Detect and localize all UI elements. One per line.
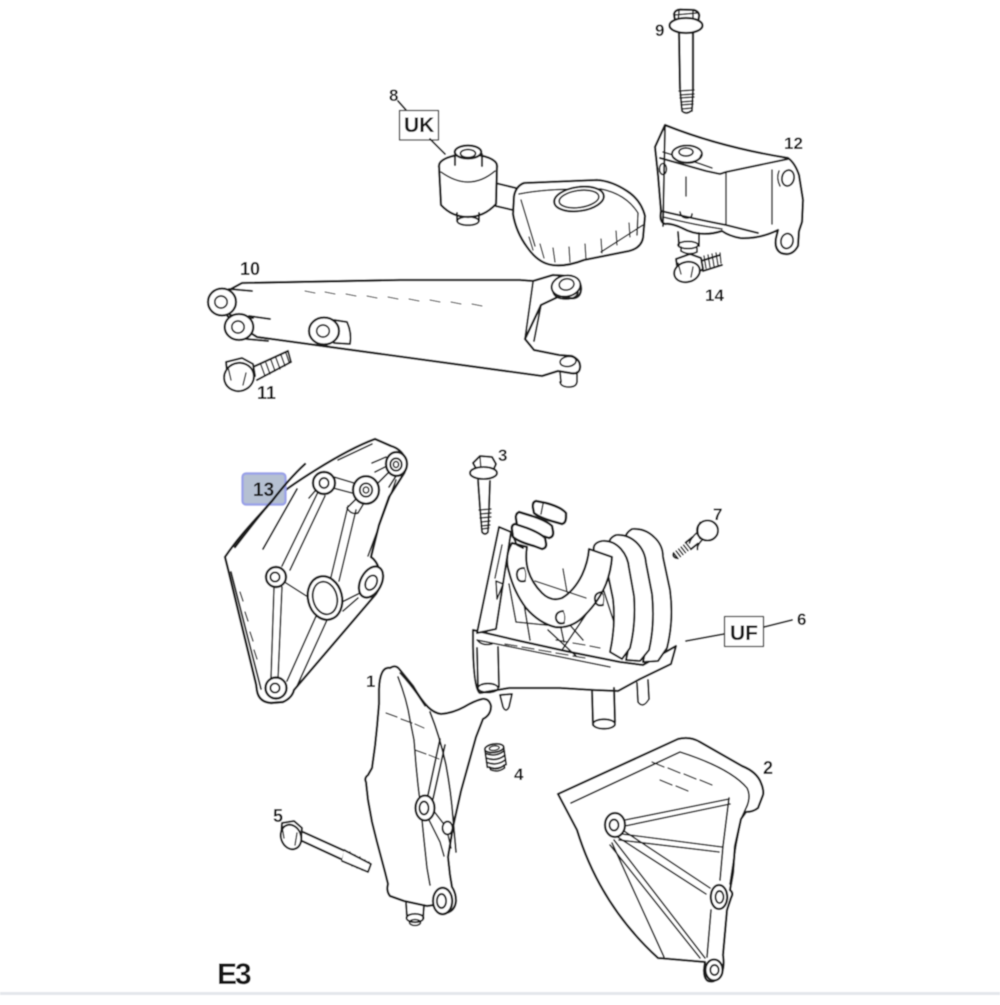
svg-text:12: 12 xyxy=(784,134,803,153)
svg-text:5: 5 xyxy=(273,806,283,826)
svg-text:E3: E3 xyxy=(217,958,251,991)
svg-text:1: 1 xyxy=(366,672,375,691)
svg-text:10: 10 xyxy=(240,259,260,279)
svg-text:7: 7 xyxy=(713,505,722,524)
svg-text:2: 2 xyxy=(763,758,773,778)
svg-text:4: 4 xyxy=(514,765,524,784)
svg-text:14: 14 xyxy=(705,286,724,305)
svg-text:9: 9 xyxy=(655,21,664,40)
svg-text:3: 3 xyxy=(498,446,507,465)
svg-text:UF: UF xyxy=(730,622,758,645)
svg-text:UK: UK xyxy=(404,114,434,137)
svg-text:6: 6 xyxy=(797,610,806,629)
svg-text:8: 8 xyxy=(389,86,398,105)
svg-text:11: 11 xyxy=(257,383,276,403)
svg-text:13: 13 xyxy=(253,480,274,501)
